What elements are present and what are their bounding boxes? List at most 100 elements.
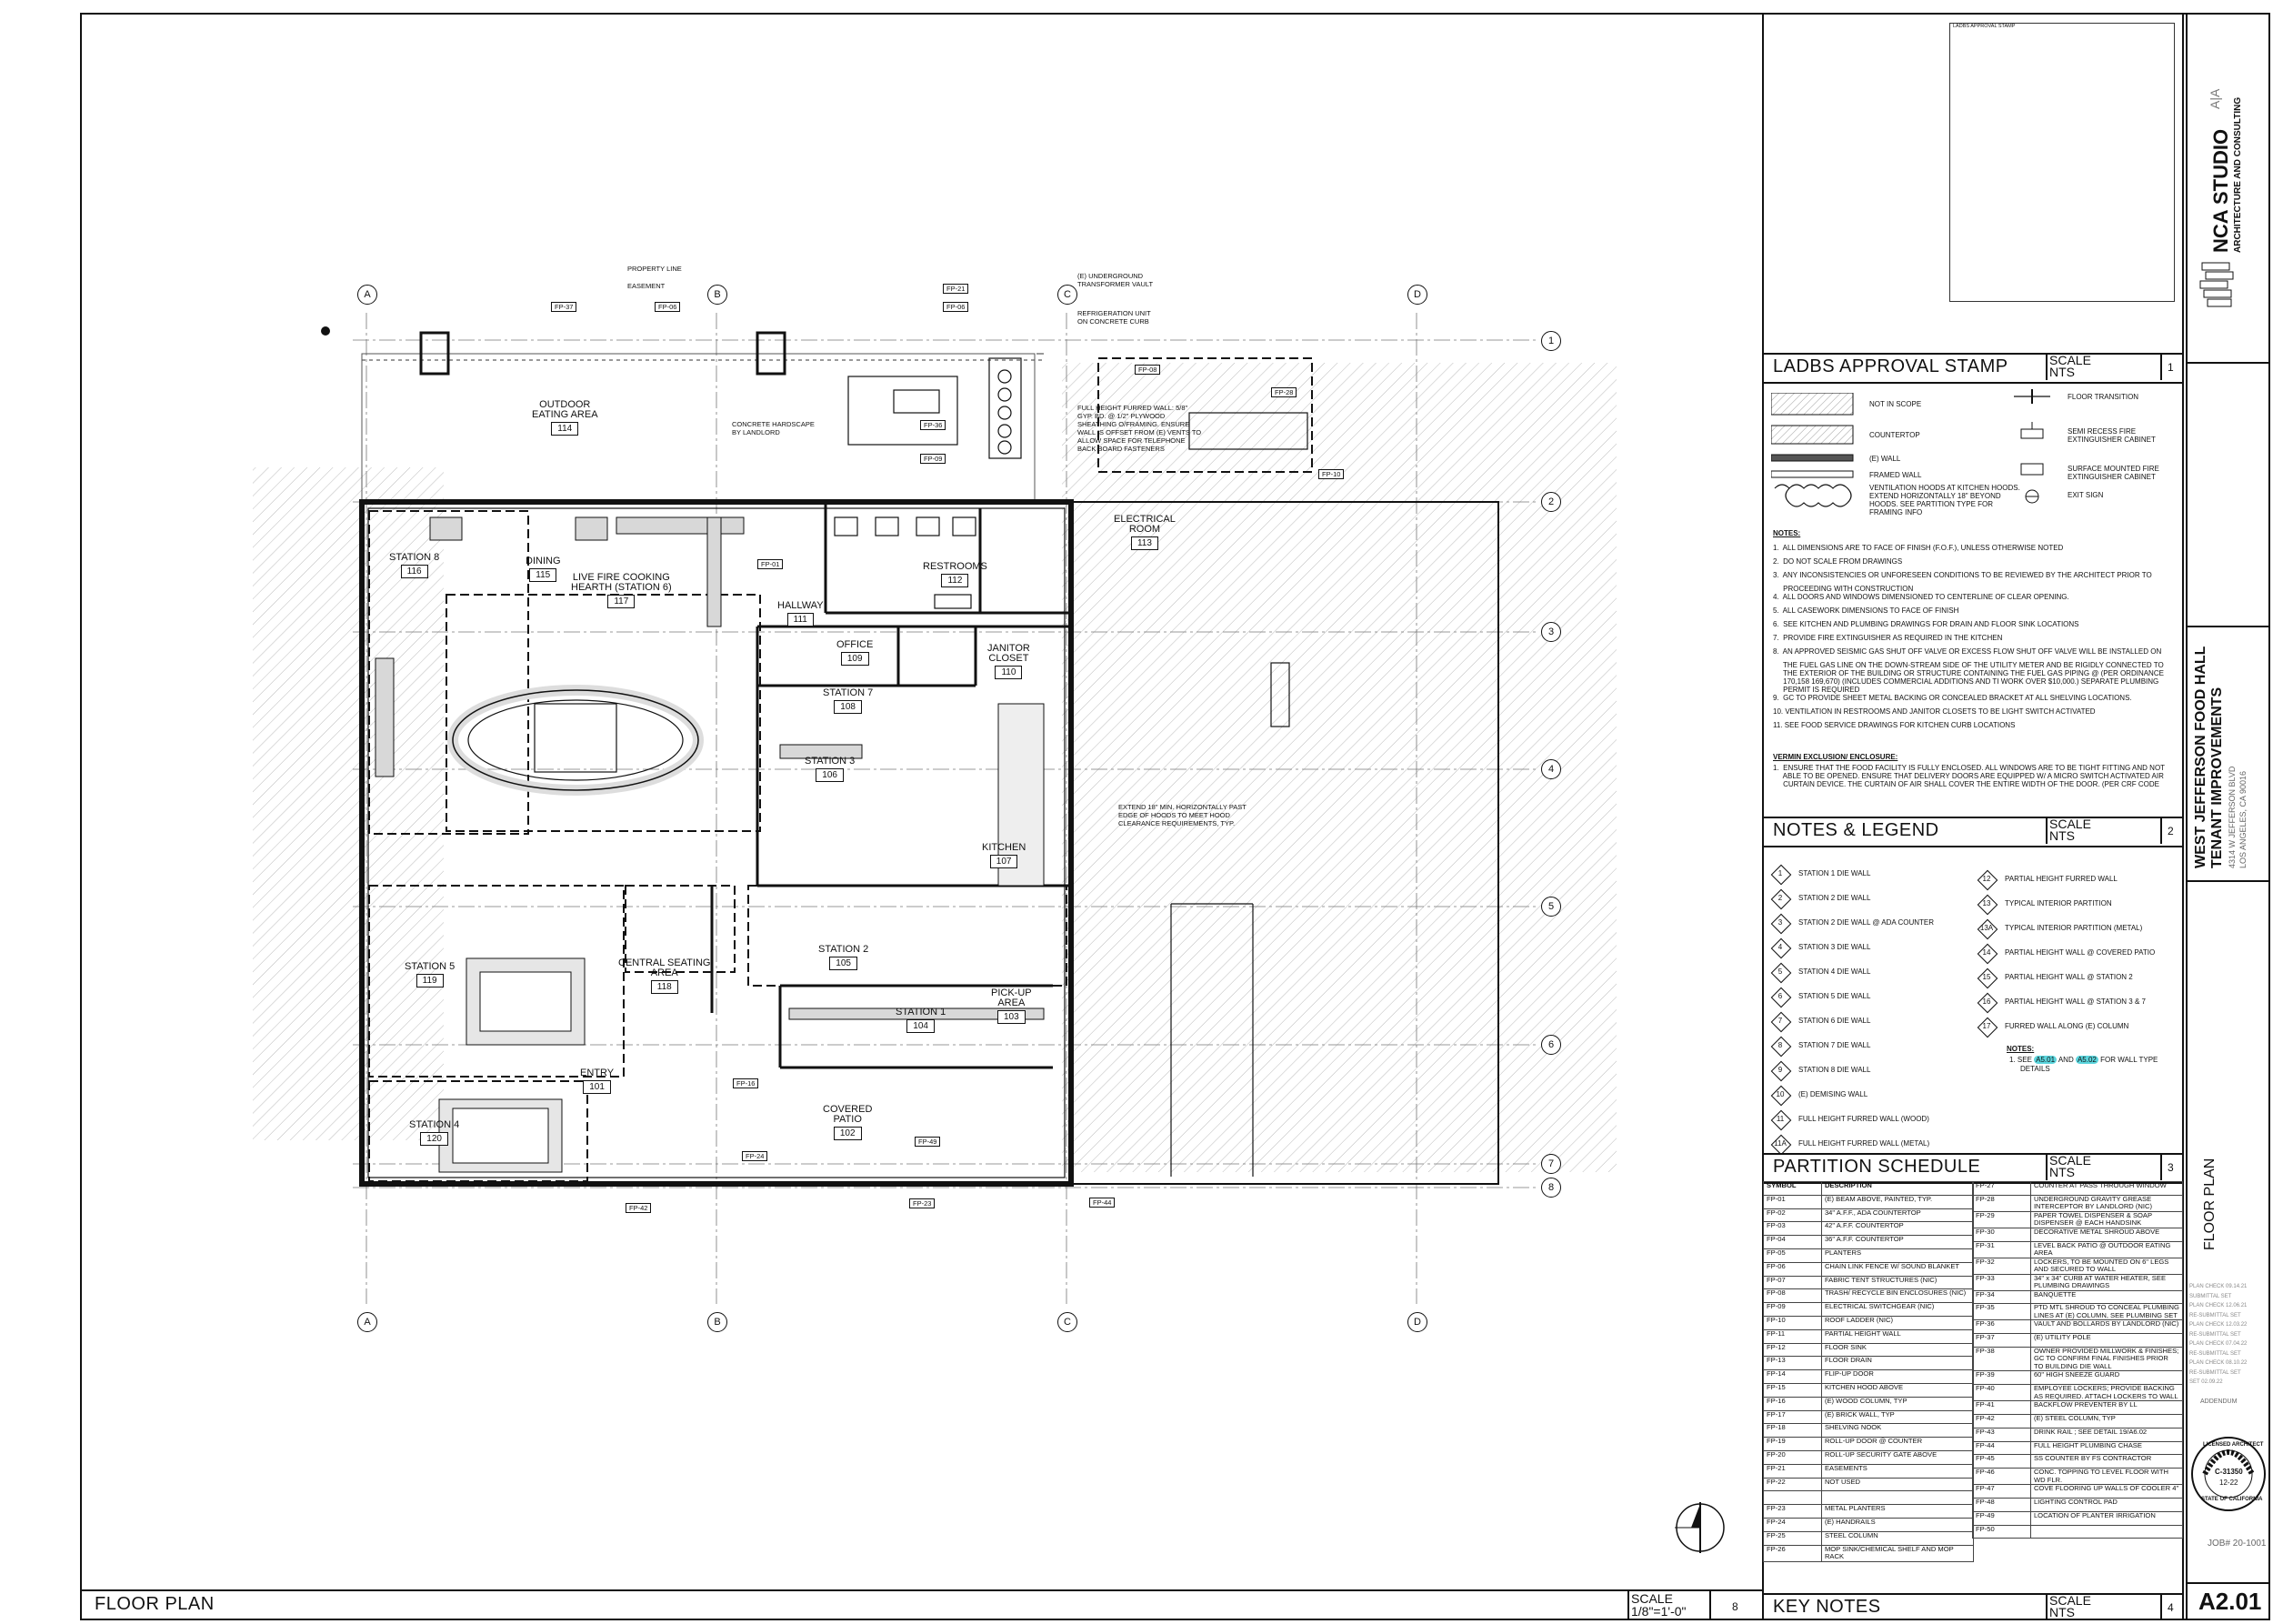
- legend-countertop: COUNTERTOP: [1869, 431, 1920, 439]
- partition-type-number: 14: [1982, 948, 1991, 957]
- fp-tag: FP-28: [1271, 387, 1297, 397]
- col-description: COUNTER AT PASS THROUGH WINDOW: [2029, 1181, 2184, 1196]
- notes-legend-number: 2: [2168, 825, 2174, 837]
- schedule-symbol: FP-48: [1972, 1498, 2031, 1512]
- legend-existing-wall: (E) WALL: [1869, 455, 1901, 463]
- room-number: 114: [551, 422, 579, 436]
- room-name: LIVE FIRE COOKING HEARTH (STATION 6): [571, 572, 672, 593]
- revision-entry: RE-SUBMITTAL SET: [2189, 1350, 2241, 1357]
- ptype-note-suffix: FOR WALL TYPE: [2100, 1056, 2158, 1064]
- room-number: 117: [607, 595, 636, 608]
- ptype-note-ref2[interactable]: A5.02: [2075, 1056, 2098, 1064]
- schedule-row: FP-24(E) HANDRAILS: [1763, 1517, 1975, 1532]
- grid-row-2: 2: [1541, 492, 1561, 512]
- ptype-note-ref1[interactable]: A5.01: [2034, 1056, 2058, 1064]
- schedule-description: LIGHTING CONTROL PAD: [2029, 1498, 2184, 1512]
- fp-tag: FP-37: [551, 302, 577, 312]
- schedule-symbol: FP-31: [1972, 1240, 2031, 1258]
- schedule-description: 34" x 34" CURB AT WATER HEATER, SEE PLUM…: [2029, 1273, 2184, 1291]
- partition-type-number: 1: [1777, 869, 1783, 877]
- legend-framed-wall: FRAMED WALL: [1869, 471, 1922, 479]
- ladbs-scale-value: NTS: [2049, 365, 2075, 379]
- grid-col-a-bottom: A: [357, 1312, 377, 1332]
- grid-row-5: 5: [1541, 897, 1561, 917]
- schedule-description: BACKFLOW PREVENTER BY LL: [2029, 1400, 2184, 1416]
- schedule-description: FULL HEIGHT PLUMBING CHASE: [2029, 1440, 2184, 1456]
- partition-type-label: TYPICAL INTERIOR PARTITION (METAL): [2005, 924, 2143, 932]
- legend-semi-recess-fec: SEMI RECESS FIRE EXTINGUISHER CABINET: [2068, 427, 2156, 444]
- grid-col-c-top: C: [1057, 285, 1077, 305]
- partition-type-label: STATION 6 DIE WALL: [1798, 1017, 1871, 1025]
- room-name: KITCHEN: [982, 842, 1026, 853]
- room-name: STATION 7: [823, 687, 874, 698]
- revision-entry: RE-SUBMITTAL SET: [2189, 1312, 2241, 1318]
- grid-row-6: 6: [1541, 1035, 1561, 1055]
- partition-type-number: 7: [1777, 1017, 1783, 1025]
- callout-easement: EASEMENT: [627, 282, 666, 290]
- partition-type-label: PARTIAL HEIGHT WALL @ STATION 2: [2005, 973, 2133, 981]
- grid-col-a-top: A: [357, 285, 377, 305]
- schedule-symbol: FP-38: [1972, 1346, 2031, 1372]
- schedule-description: ROLL-UP SECURITY GATE ABOVE: [1820, 1449, 1975, 1465]
- notes-legend-scale-label: SCALE: [2049, 817, 2091, 831]
- schedule-description: KITCHEN HOOD ABOVE: [1820, 1382, 1975, 1398]
- schedule-symbol: FP-19: [1763, 1437, 1822, 1451]
- ladbs-stamp-label: LADBS APPROVAL STAMP: [1953, 24, 2016, 29]
- room-number: 120: [420, 1132, 448, 1146]
- legend-countertop-swatch: [1771, 425, 1854, 445]
- firm-logo-icon: [2199, 262, 2234, 307]
- revision-entry: PLAN CHECK 09.14.21: [2189, 1284, 2248, 1289]
- partition-type-label: STATION 8 DIE WALL: [1798, 1066, 1871, 1074]
- partition-type-number: 3: [1777, 918, 1783, 927]
- grid-col-c-bottom: C: [1057, 1312, 1077, 1332]
- legend-hood-note: VENTILATION HOODS AT KITCHEN HOODS. EXTE…: [1869, 484, 2020, 516]
- callout-refrigeration-unit: REFRIGERATION UNIT ON CONCRETE CURB: [1077, 309, 1151, 326]
- schedule-description: PTD MTL SHROUD TO CONCEAL PLUMBING LINES…: [2029, 1303, 2184, 1321]
- schedule-symbol: FP-49: [1972, 1510, 2031, 1526]
- ptype-note-line1: 1. SEE A5.01 AND A5.02 FOR WALL TYPE: [2009, 1056, 2158, 1064]
- vermin-line: ABLE TO BE OPENED. ENSURE THAT DELIVERY …: [1773, 772, 2164, 780]
- ptype-note-and: AND: [2058, 1056, 2074, 1064]
- partition-type-label: STATION 2 DIE WALL: [1798, 894, 1871, 902]
- legend-exit-sign: EXIT SIGN: [2068, 491, 2104, 499]
- drawing-title: FLOOR PLAN: [95, 1594, 215, 1614]
- schedule-symbol: [1763, 1490, 1822, 1506]
- note-line: PERMIT IS REQUIRED: [1773, 686, 1860, 694]
- fp-tag: FP-06: [943, 302, 969, 312]
- partition-type-label: PARTIAL HEIGHT FURRED WALL: [2005, 875, 2118, 883]
- project-address1: 4314 W JEFFERSON BLVD: [2228, 766, 2237, 868]
- callout-furred-wall: FULL HEIGHT FURRED WALL: 5/8" GYP. BD. @…: [1077, 404, 1202, 453]
- drawing-number: 8: [1732, 1600, 1738, 1613]
- project-name: WEST JEFFERSON FOOD HALL: [2193, 646, 2208, 868]
- note-line: 11. SEE FOOD SERVICE DRAWINGS FOR KITCHE…: [1773, 721, 2016, 729]
- room-number: 104: [906, 1019, 935, 1033]
- partition-type-label: FULL HEIGHT FURRED WALL (METAL): [1798, 1139, 1930, 1148]
- schedule-symbol: FP-21: [1763, 1463, 1822, 1479]
- fp-tag: FP-49: [915, 1137, 941, 1147]
- schedule-symbol: FP-44: [1972, 1440, 2031, 1456]
- fp-tag: FP-09: [920, 454, 946, 464]
- col-symbol: SYMBOL: [1763, 1181, 1822, 1196]
- schedule-symbol: FP-10: [1763, 1315, 1822, 1330]
- schedule-symbol: FP-39: [1972, 1370, 2031, 1386]
- schedule-symbol: FP-15: [1763, 1382, 1822, 1398]
- schedule-symbol: FP-37: [1972, 1333, 2031, 1348]
- firm-tagline: ARCHITECTURE AND CONSULTING: [2233, 96, 2243, 253]
- notes-title: NOTES:: [1773, 529, 1801, 537]
- schedule-symbol: FP-12: [1763, 1342, 1822, 1358]
- partition-type-label: STATION 4 DIE WALL: [1798, 967, 1871, 976]
- room-number: 101: [583, 1080, 611, 1094]
